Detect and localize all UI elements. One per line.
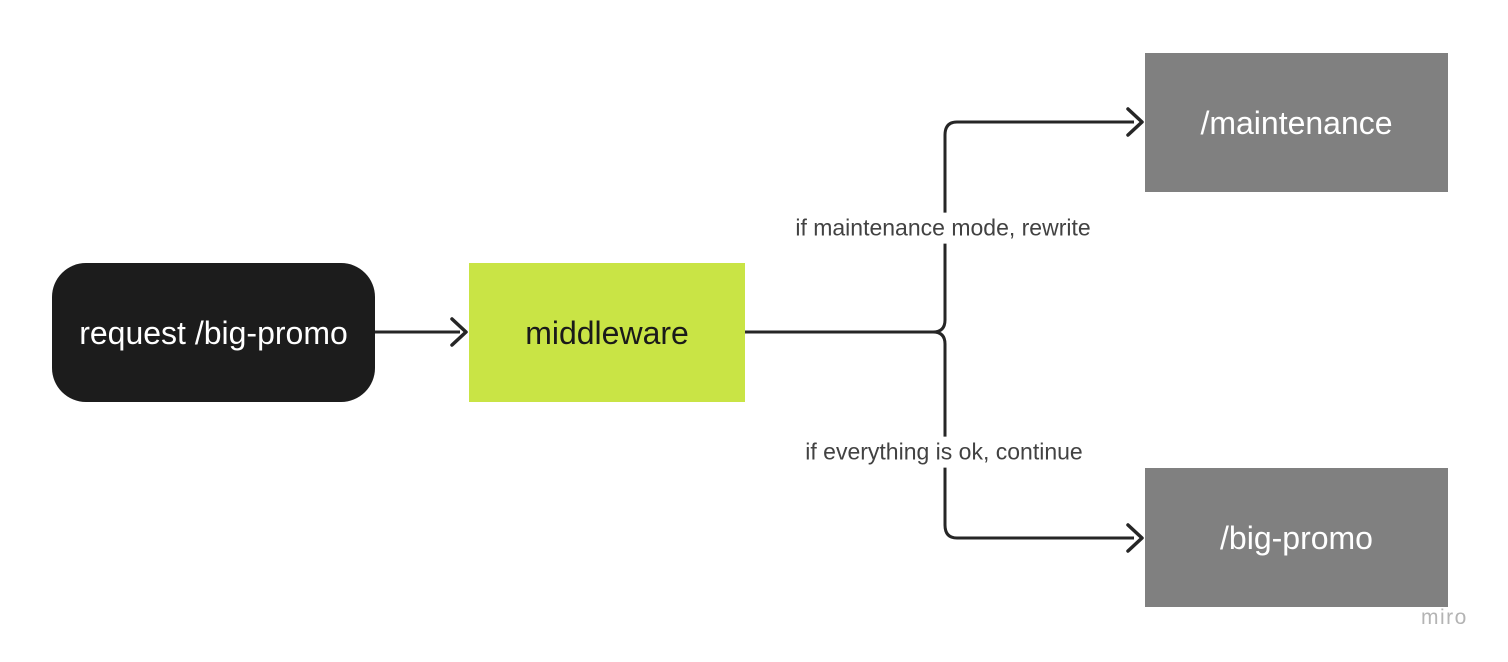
arrowhead-icon	[1126, 523, 1144, 553]
node-middleware: middleware	[469, 263, 745, 402]
edge-middleware-bigpromo	[932, 330, 1134, 540]
node-maintenance: /maintenance	[1145, 53, 1448, 192]
edge-middleware-maintenance	[932, 120, 1134, 334]
edge-label-maintenance: if maintenance mode, rewrite	[790, 212, 1096, 244]
miro-watermark: miro	[1421, 606, 1468, 629]
edge-label-bigpromo: if everything is ok, continue	[800, 436, 1088, 468]
node-request-big-promo: request /big-promo	[52, 263, 375, 402]
arrowhead-icon	[450, 317, 468, 347]
arrowhead-icon	[1126, 107, 1144, 137]
node-big-promo: /big-promo	[1145, 468, 1448, 607]
